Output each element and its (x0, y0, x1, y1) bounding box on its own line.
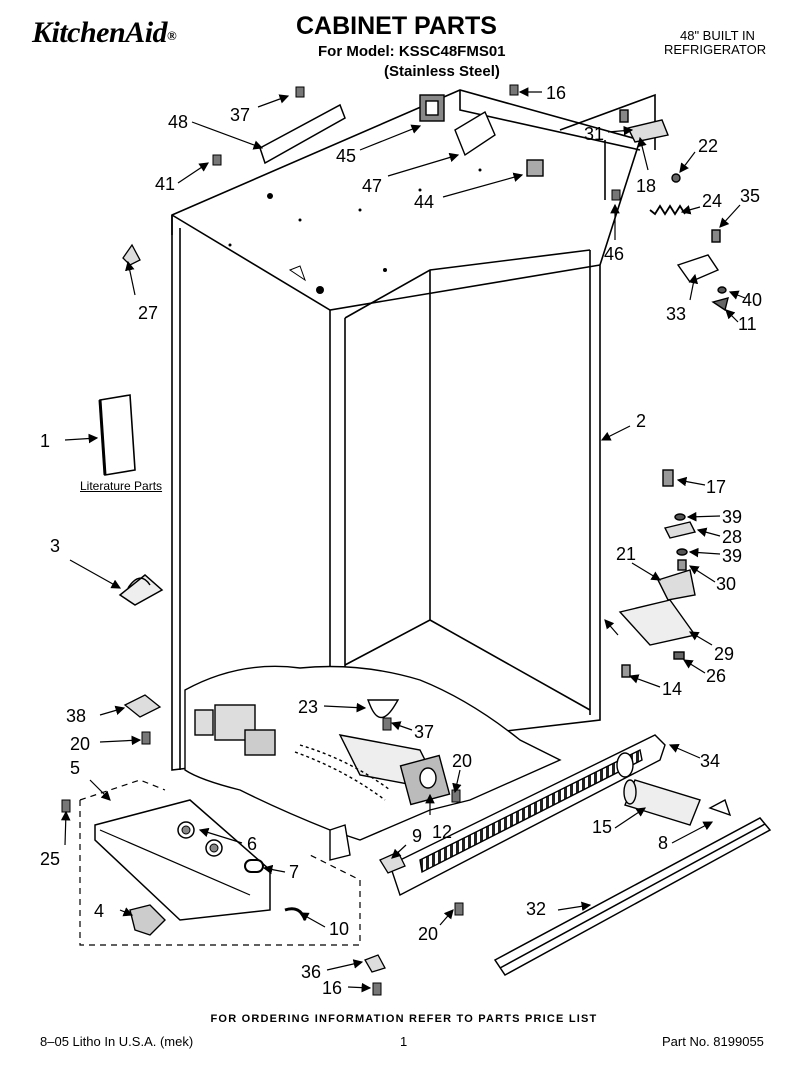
callout-12: 12 (432, 822, 452, 842)
callout-44: 44 (414, 192, 434, 212)
part-32-toe-kick (493, 817, 772, 976)
callout-31: 31 (584, 124, 604, 144)
callout-30: 30 (716, 574, 736, 594)
callout-18: 18 (636, 176, 656, 196)
callout-3: 3 (50, 536, 60, 556)
lower-hinge-assembly (618, 469, 697, 678)
litho-line: 8–05 Litho In U.S.A. (mek) (40, 1034, 194, 1049)
callout-4: 4 (94, 901, 104, 921)
part-24-spring (649, 204, 686, 216)
callout-34: 34 (700, 751, 720, 771)
part-36-bracket (364, 954, 386, 973)
callout-41: 41 (155, 174, 175, 194)
callout-16-top: 16 (546, 83, 566, 103)
part-1-literature-spine (98, 399, 107, 476)
callout-28: 28 (722, 527, 742, 547)
top-switch-components (419, 94, 544, 177)
variant-line: (Stainless Steel) (384, 63, 500, 80)
callout-2: 2 (636, 411, 646, 431)
part-number: Part No. 8199055 (662, 1034, 764, 1049)
part-23-clip (366, 699, 400, 719)
callout-29: 29 (714, 644, 734, 664)
callout-11: 11 (738, 314, 757, 334)
callout-22: 22 (698, 136, 718, 156)
callout-8: 8 (658, 833, 668, 853)
callout-6: 6 (247, 834, 257, 854)
top-hinge-assembly (619, 109, 681, 183)
product-type-line2: REFRIGERATOR (664, 42, 767, 57)
part-48-bracket (259, 103, 346, 165)
callout-40: 40 (742, 290, 762, 310)
part-15-roller (623, 779, 732, 826)
part-12-condenser-tube (294, 734, 451, 806)
callout-37-lower: 37 (414, 722, 434, 742)
callout-39-lower: 39 (722, 546, 742, 566)
cabinet-top-bracket (288, 265, 306, 282)
brand-logo: KitchenAid® (32, 16, 177, 50)
model-line: For Model: KSSC48FMS01 (318, 43, 506, 60)
callout-45: 45 (336, 146, 356, 166)
page-title: CABINET PARTS (296, 12, 497, 40)
callout-14: 14 (662, 679, 682, 699)
callout-16-bottom: 16 (322, 978, 342, 998)
door-stop-assembly (676, 229, 729, 312)
callout-47: 47 (362, 176, 382, 196)
brand-registered-mark: ® (167, 28, 177, 43)
callout-48: 48 (168, 112, 188, 132)
part-38-bracket (123, 694, 162, 718)
callout-9: 9 (412, 826, 422, 846)
callout-labels: 37 48 41 27 1 3 45 47 44 16 31 18 22 24 … (40, 83, 762, 998)
callout-25: 25 (40, 849, 60, 869)
callout-26: 26 (706, 666, 726, 686)
callout-5: 5 (70, 758, 80, 778)
literature-parts-label: Literature Parts (80, 479, 163, 493)
part-3-clip-loop (127, 577, 151, 589)
callout-20-mid: 20 (452, 751, 472, 771)
callout-33: 33 (666, 304, 686, 324)
callout-17: 17 (706, 477, 726, 497)
callout-20-bottom: 20 (418, 924, 438, 944)
callout-20-left: 20 (70, 734, 90, 754)
callout-36: 36 (301, 962, 321, 982)
part-5-group (79, 779, 361, 946)
callout-1: 1 (40, 431, 50, 451)
callout-27: 27 (138, 303, 158, 323)
callout-32: 32 (526, 899, 546, 919)
callout-24: 24 (702, 191, 722, 211)
part-27-clip (122, 243, 141, 266)
part-34-base-grille (389, 734, 666, 896)
callout-23: 23 (298, 697, 318, 717)
callout-37-top: 37 (230, 105, 250, 125)
page-number: 1 (400, 1034, 408, 1049)
callout-38: 38 (66, 706, 86, 726)
callout-35: 35 (740, 186, 760, 206)
callout-7: 7 (289, 862, 299, 882)
callout-21: 21 (616, 544, 636, 564)
part-3-clip (118, 574, 164, 606)
callout-39-upper: 39 (722, 507, 742, 527)
callout-10: 10 (329, 919, 349, 939)
callout-15: 15 (592, 817, 612, 837)
callout-leaders (60, 87, 746, 993)
product-type-line1: 48" BUILT IN (680, 28, 755, 43)
brand-name: KitchenAid (32, 16, 168, 49)
callout-46: 46 (604, 244, 624, 264)
ordering-note: FOR ORDERING INFORMATION REFER TO PARTS … (210, 1013, 598, 1025)
